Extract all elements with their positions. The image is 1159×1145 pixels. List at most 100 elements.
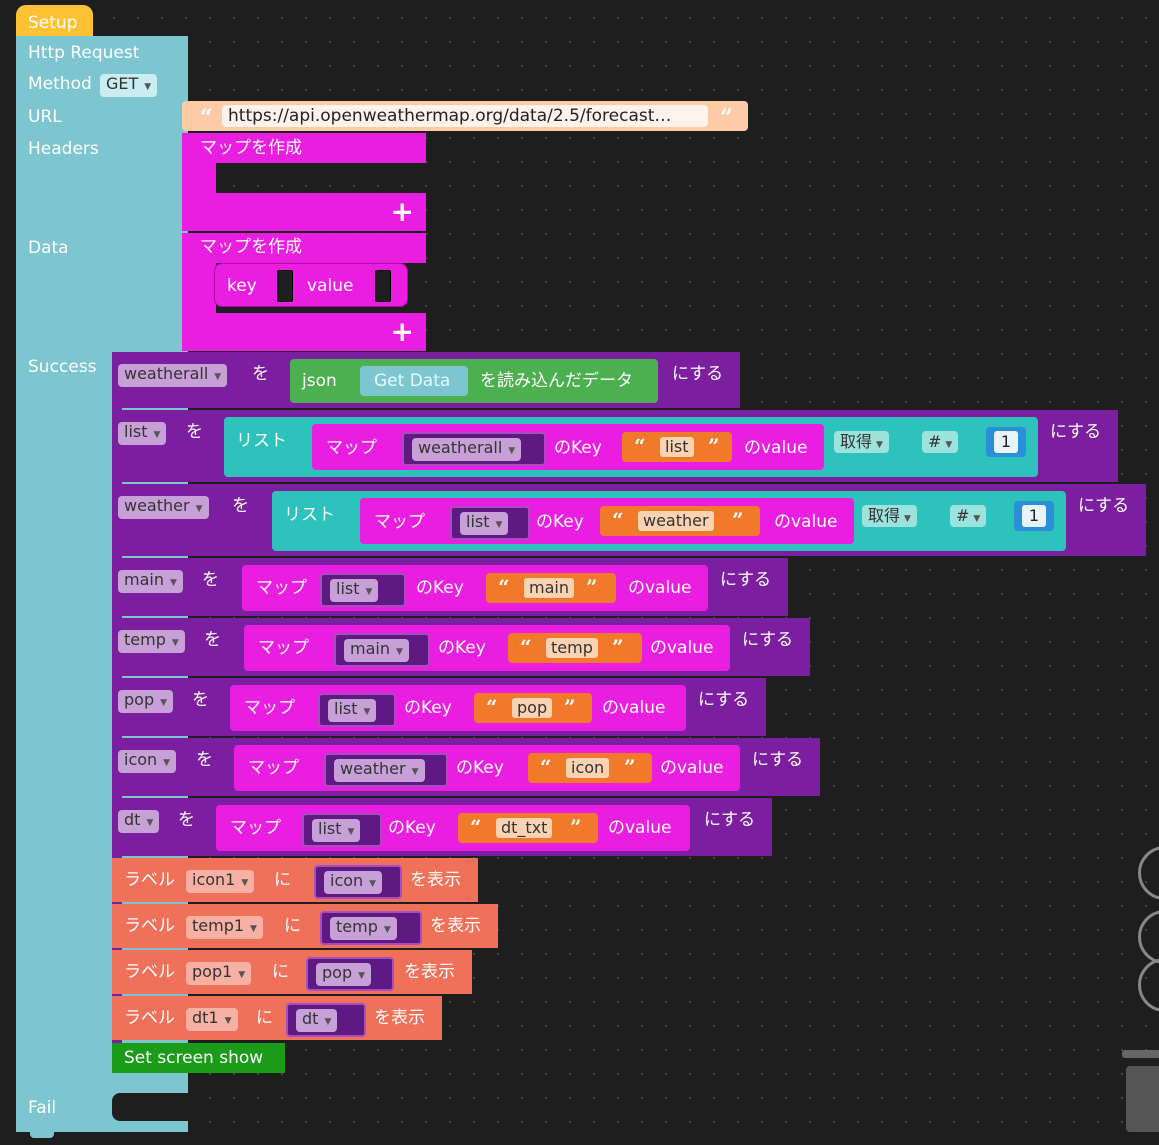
wo-label: を <box>232 496 249 516</box>
map-get-block[interactable]: マップ list▼ のKey “ pop ” のvalue <box>230 685 686 731</box>
set-variable-block[interactable]: weatherall▼ を json Get Data を読み込んだデータ にす… <box>112 352 740 408</box>
zoom-reset-icon[interactable] <box>1138 846 1159 900</box>
variable-ref[interactable]: weather▼ <box>324 753 448 787</box>
label-set-block[interactable]: ラベル temp1▼ に temp▼ を表示 <box>112 904 498 948</box>
index-mode-dropdown[interactable]: #▼ <box>922 431 959 453</box>
no-key-label: のKey <box>438 638 486 658</box>
method-dropdown[interactable]: GET▼ <box>100 74 158 97</box>
variable-ref[interactable]: list▼ <box>450 506 530 540</box>
string-value[interactable]: temp <box>546 638 598 658</box>
label-target-dropdown[interactable]: temp1▼ <box>186 916 263 939</box>
variable-ref[interactable]: icon▼ <box>314 865 402 899</box>
data-map-block[interactable]: マップを作成 <box>182 233 426 263</box>
set-variable-block[interactable]: pop▼ を マップ list▼ のKey “ pop ” のvalue にする <box>112 678 766 736</box>
ni-label: に <box>272 962 289 982</box>
variable-ref[interactable]: temp▼ <box>320 911 422 945</box>
index-mode-dropdown[interactable]: #▼ <box>950 505 987 527</box>
label-set-block[interactable]: ラベル dt1▼ に dt▼ を表示 <box>112 996 442 1040</box>
variable-ref[interactable]: main▼ <box>334 633 430 667</box>
label-word: ラベル <box>124 870 175 890</box>
string-block[interactable]: “ icon ” <box>528 753 652 783</box>
number-block[interactable]: 1 <box>1014 501 1054 531</box>
variable-dropdown[interactable]: list▼ <box>118 422 167 445</box>
setup-hat-block[interactable]: Setup <box>16 5 93 41</box>
string-block[interactable]: “ list ” <box>622 432 732 462</box>
variable-dropdown[interactable]: temp▼ <box>118 630 185 653</box>
variable-dropdown[interactable]: dt▼ <box>118 810 160 833</box>
set-screen-show-block[interactable]: Set screen show <box>112 1043 285 1073</box>
variable-dropdown[interactable]: main▼ <box>118 570 183 593</box>
string-block[interactable]: “ dt_txt ” <box>458 813 598 843</box>
map-get-block[interactable]: マップ main▼ のKey “ temp ” のvalue <box>244 625 730 671</box>
map-get-block[interactable]: マップ weather▼ のKey “ icon ” のvalue <box>234 745 740 791</box>
chevron-down-icon: ▼ <box>365 587 373 597</box>
map-get-block[interactable]: マップ list▼ のKey “ main ” のvalue <box>242 565 708 611</box>
get-mode-dropdown[interactable]: 取得▼ <box>834 431 889 453</box>
string-block[interactable]: “ pop ” <box>474 693 592 723</box>
map-get-block[interactable]: マップ list▼ のKey “ dt_txt ” のvalue <box>216 805 690 851</box>
variable-ref[interactable]: list▼ <box>318 693 396 727</box>
variable-dropdown[interactable]: pop▼ <box>118 690 174 713</box>
key-socket[interactable] <box>277 270 293 302</box>
number-block[interactable]: 1 <box>986 427 1026 457</box>
label-target-value: dt1 <box>192 1008 219 1027</box>
add-item-button[interactable]: + <box>390 315 414 348</box>
variable-ref[interactable]: weatherall▼ <box>402 432 546 466</box>
number-value[interactable]: 1 <box>1022 505 1046 527</box>
string-block[interactable]: “ temp ” <box>508 633 642 663</box>
label-target-dropdown[interactable]: icon1▼ <box>186 870 255 893</box>
set-variable-block[interactable]: list▼ を リスト マップ weatherall▼ のKey “ list … <box>112 410 1118 482</box>
zoom-in-icon[interactable] <box>1138 910 1159 964</box>
label-word: ラベル <box>124 962 175 982</box>
url-text-block[interactable]: “ https://api.openweathermap.org/data/2.… <box>182 101 748 131</box>
string-value[interactable]: main <box>524 578 574 598</box>
close-quote-icon: ” <box>708 434 720 458</box>
url-input[interactable]: https://api.openweathermap.org/data/2.5/… <box>222 105 708 127</box>
map-get-block[interactable]: マップ list▼ のKey “ weather ” のvalue <box>360 498 854 544</box>
headers-map-block[interactable]: マップを作成 <box>182 133 426 163</box>
list-get-block[interactable]: リスト マップ weatherall▼ のKey “ list ” のvalue… <box>224 417 1038 477</box>
set-variable-block[interactable]: dt▼ を マップ list▼ のKey “ dt_txt ” のvalue に… <box>112 798 772 856</box>
string-value[interactable]: icon <box>566 758 610 778</box>
data-label: Data <box>28 238 69 258</box>
close-quote-icon: ” <box>586 575 598 599</box>
key-value-block[interactable]: key value <box>214 263 408 307</box>
list-get-block[interactable]: リスト マップ list▼ のKey “ weather ” のvalue 取得… <box>272 491 1066 551</box>
string-value[interactable]: list <box>660 437 694 457</box>
variable-ref-name: list <box>466 512 490 531</box>
show-label: を表示 <box>374 1008 425 1028</box>
add-item-button[interactable]: + <box>390 195 414 228</box>
variable-ref-name: icon <box>330 871 364 890</box>
variable-ref[interactable]: list▼ <box>320 573 406 607</box>
string-value[interactable]: pop <box>512 698 553 718</box>
string-value[interactable]: weather <box>638 511 714 531</box>
show-label: を表示 <box>404 962 455 982</box>
variable-ref[interactable]: pop▼ <box>306 957 394 991</box>
label-target-value: temp1 <box>192 916 245 935</box>
fail-slot[interactable] <box>112 1093 188 1121</box>
label-set-block[interactable]: ラベル pop1▼ に pop▼ を表示 <box>112 950 472 994</box>
variable-ref[interactable]: dt▼ <box>286 1003 366 1037</box>
get-mode-dropdown[interactable]: 取得▼ <box>862 505 917 527</box>
number-value[interactable]: 1 <box>994 431 1018 453</box>
set-variable-block[interactable]: icon▼ を マップ weather▼ のKey “ icon ” のvalu… <box>112 738 820 796</box>
set-variable-block[interactable]: weather▼ を リスト マップ list▼ のKey “ weather … <box>112 484 1146 556</box>
set-variable-block[interactable]: temp▼ を マップ main▼ のKey “ temp ” のvalue に… <box>112 618 810 676</box>
label-set-block[interactable]: ラベル icon1▼ に icon▼ を表示 <box>112 858 478 902</box>
set-variable-block[interactable]: main▼ を マップ list▼ のKey “ main ” のvalue に… <box>112 558 788 616</box>
get-data-block[interactable]: Get Data <box>360 366 468 396</box>
variable-dropdown[interactable]: icon▼ <box>118 750 177 773</box>
value-socket[interactable] <box>375 270 391 302</box>
string-value[interactable]: dt_txt <box>496 818 553 838</box>
string-block[interactable]: “ weather ” <box>600 506 760 536</box>
json-block[interactable]: json Get Data を読み込んだデータ <box>290 359 658 403</box>
label-target-dropdown[interactable]: pop1▼ <box>186 962 252 985</box>
variable-dropdown[interactable]: weather▼ <box>118 496 209 519</box>
string-block[interactable]: “ main ” <box>486 573 616 603</box>
map-get-block[interactable]: マップ weatherall▼ のKey “ list ” のvalue <box>312 424 824 470</box>
variable-ref[interactable]: list▼ <box>302 813 382 847</box>
zoom-out-icon[interactable] <box>1138 958 1159 1012</box>
label-target-dropdown[interactable]: dt1▼ <box>186 1008 238 1031</box>
trash-icon[interactable] <box>1126 1066 1159 1132</box>
variable-dropdown[interactable]: weatherall▼ <box>118 364 228 387</box>
